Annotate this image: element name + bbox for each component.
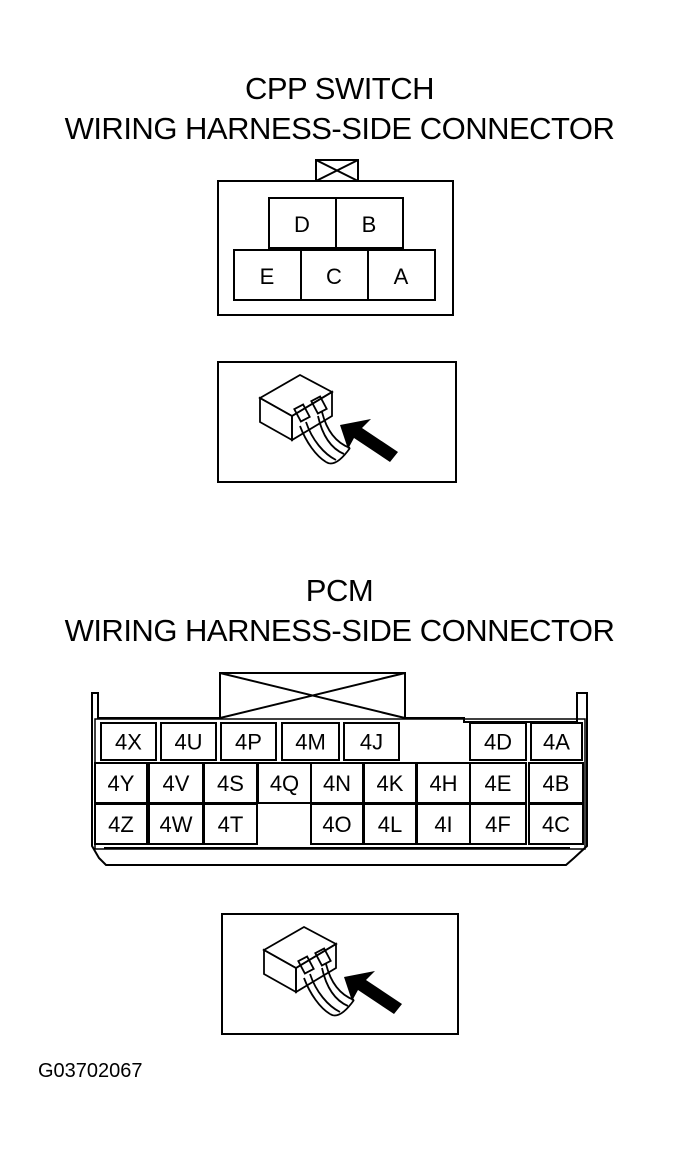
pcm-pin-4m: 4M (295, 730, 326, 755)
figure-code: G03702067 (38, 1060, 143, 1082)
pcm-pin-4o: 4O (322, 812, 351, 837)
connector-harness-side-icon (262, 925, 355, 1017)
pcm-pin-4k: 4K (377, 771, 404, 796)
cpp-connector (217, 159, 454, 316)
pcm-title-line1: PCM (305, 573, 374, 608)
cpp-pin-e: E (260, 264, 275, 289)
cpp-harness-inset (217, 361, 457, 483)
pcm-cavity-4u (160, 722, 217, 761)
pcm-cavity-grid: 4X 4U 4P 4M 4J 4D 4A 4Y 4V 4S 4Q 4N 4K 4H 4E 4B 4Z 4W 4T 4O… (94, 722, 584, 845)
pcm-pin-4p: 4P (235, 730, 262, 755)
pcm-pin-4c: 4C (542, 812, 570, 837)
pcm-pin-4e: 4E (485, 771, 512, 796)
pcm-pin-4t: 4T (218, 812, 244, 837)
pcm-cavity-4d (469, 722, 527, 761)
pcm-harness-inset (221, 913, 459, 1035)
pcm-cavity-4f (469, 803, 527, 845)
pcm-cavity-4a (530, 722, 583, 761)
pcm-cavity-4z (94, 803, 148, 845)
pcm-lock-tab (219, 672, 406, 719)
cpp-title-line1: CPP SWITCH (244, 71, 435, 106)
pcm-pin-4d: 4D (484, 730, 512, 755)
pcm-pin-4v: 4V (163, 771, 190, 796)
pcm-pin-4q: 4Q (270, 771, 299, 796)
cpp-cavity-a (367, 249, 436, 301)
pcm-cavity-4t (203, 803, 258, 845)
cpp-pin-a: A (394, 264, 409, 289)
pcm-pin-4i: 4I (434, 812, 452, 837)
pcm-pin-4f: 4F (485, 812, 511, 837)
pcm-cavity-4x (100, 722, 157, 761)
cpp-lock-tab (315, 159, 359, 182)
cpp-cavity-b (335, 197, 404, 249)
cpp-title-line2: WIRING HARNESS-SIDE CONNECTOR (64, 111, 615, 146)
pcm-cavity-4m (281, 722, 340, 761)
pcm-pin-4w: 4W (160, 812, 193, 837)
pcm-cavity-4c (528, 803, 584, 845)
pcm-cavity-4j (343, 722, 400, 761)
cpp-pin-c: C (326, 264, 342, 289)
pcm-pin-4s: 4S (217, 771, 244, 796)
pcm-pin-4z: 4Z (108, 812, 134, 837)
pcm-pin-4y: 4Y (108, 771, 135, 796)
pcm-pin-4l: 4L (378, 812, 402, 837)
connector-harness-side-icon (258, 373, 351, 465)
pcm-cavity-4p (220, 722, 277, 761)
cpp-pin-b: B (362, 212, 377, 237)
pcm-pin-4a: 4A (543, 730, 570, 755)
pcm-pin-4h: 4H (429, 771, 457, 796)
pcm-pin-4x: 4X (115, 730, 142, 755)
pcm-pin-4u: 4U (174, 730, 202, 755)
pcm-inset-frame (221, 913, 459, 1035)
pcm-pin-4b: 4B (543, 771, 570, 796)
pcm-pin-4j: 4J (360, 730, 383, 755)
cpp-pin-d: D (294, 212, 310, 237)
cpp-inset-frame (217, 361, 457, 483)
pcm-pin-4n: 4N (323, 771, 351, 796)
arrow-icon (344, 971, 402, 1014)
pcm-title-line2: WIRING HARNESS-SIDE CONNECTOR (64, 613, 615, 648)
arrow-icon (340, 419, 398, 462)
